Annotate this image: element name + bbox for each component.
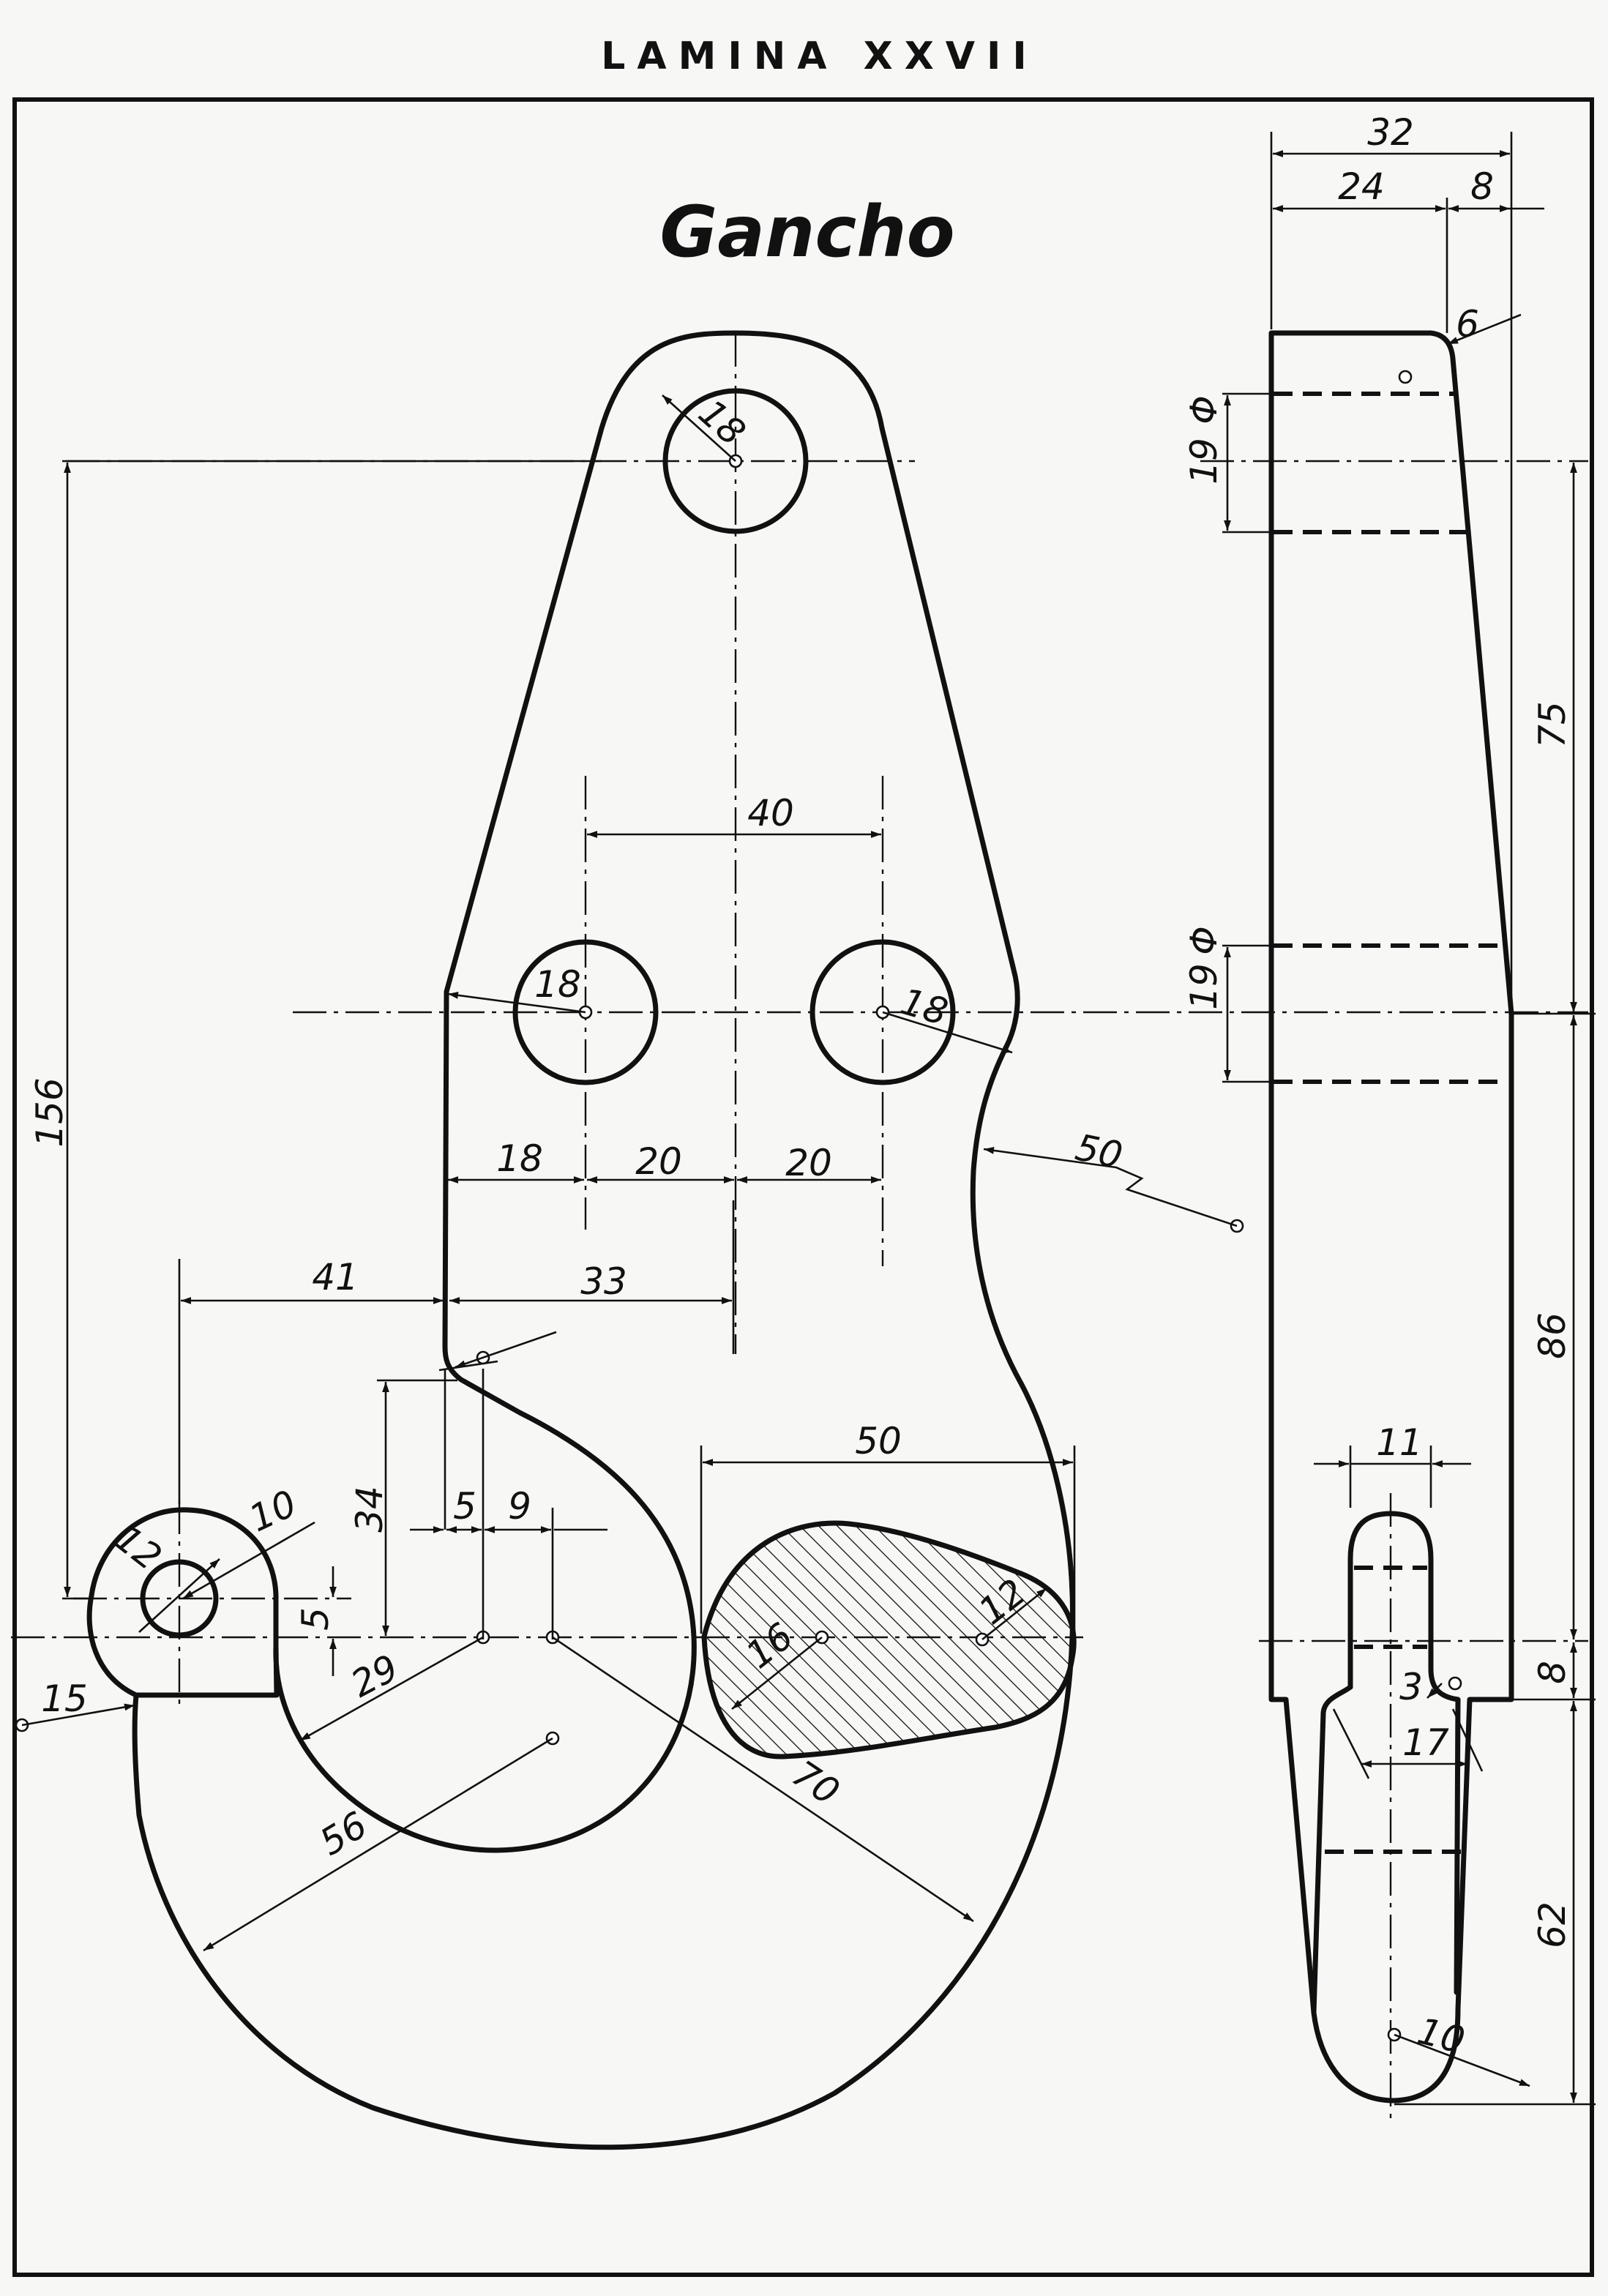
dim-radius-50: 50: [1072, 1126, 1126, 1177]
dim-24: 24: [1338, 165, 1385, 208]
dim-17: 17: [1402, 1721, 1449, 1764]
slot-outline-left: [1311, 1684, 1353, 2016]
drawing-frame: [12, 97, 1594, 2277]
left-hole: [512, 939, 659, 1085]
dim-5-offset: 5: [453, 1485, 476, 1527]
dim-5-vertical: 5: [294, 1607, 337, 1631]
dim-8-right: 8: [1531, 1661, 1574, 1684]
dim-10-bottom: 10: [1413, 2010, 1469, 2063]
dim-50-section: 50: [855, 1420, 902, 1462]
dim-18-left-hole: 18: [534, 963, 581, 1006]
dim-radius-56: 56: [313, 1803, 374, 1863]
dim-41: 41: [312, 1256, 359, 1298]
dim-3: 3: [1399, 1666, 1423, 1708]
dim-6: 6: [1456, 303, 1479, 345]
dim-radius-70: 70: [785, 1752, 847, 1814]
section-outline: [701, 1520, 1077, 1760]
dim-20-a: 20: [635, 1140, 682, 1183]
dim-20-b: 20: [785, 1142, 832, 1184]
dim-11: 11: [1376, 1421, 1423, 1464]
dim-33: 33: [580, 1260, 627, 1303]
eye-hole: [140, 1559, 219, 1638]
dim-radius-29: 29: [344, 1646, 405, 1705]
front-view: 156 18 40 18 18 18 20 20 50 41 33: [11, 330, 1588, 2150]
diameter-symbol-mid: Φ: [1183, 926, 1225, 954]
part-title: Gancho: [659, 191, 954, 273]
side-outline: [1268, 330, 1514, 2104]
dim-34: 34: [348, 1486, 391, 1533]
hook-outline: [132, 330, 1075, 2150]
dim-75: 75: [1531, 701, 1574, 748]
dim-86: 86: [1531, 1312, 1574, 1359]
dim-19-top: 19: [1183, 438, 1225, 485]
sheet-label: LAMINA XXVII: [601, 34, 1038, 78]
dim-8-top: 8: [1470, 165, 1494, 208]
dim-19-mid: 19: [1183, 963, 1225, 1010]
dim-32: 32: [1367, 111, 1414, 154]
dim-10-eye: 10: [243, 1482, 303, 1540]
top-hole: [662, 388, 809, 534]
dim-156: 156: [29, 1077, 71, 1147]
side-view: 32 24 8 6 19 Φ 19 Φ 75 86 8 62: [1183, 111, 1596, 2123]
dim-62: 62: [1531, 1902, 1574, 1948]
eye-outline: [86, 1507, 279, 1698]
dim-15: 15: [41, 1678, 88, 1720]
dim-40: 40: [747, 792, 794, 834]
dim-9: 9: [508, 1485, 531, 1527]
right-hole: [809, 939, 956, 1085]
dim-18-right-hole: 18: [896, 980, 952, 1033]
diameter-symbol-top: Φ: [1183, 395, 1225, 424]
dim-18-offset: 18: [496, 1137, 543, 1180]
